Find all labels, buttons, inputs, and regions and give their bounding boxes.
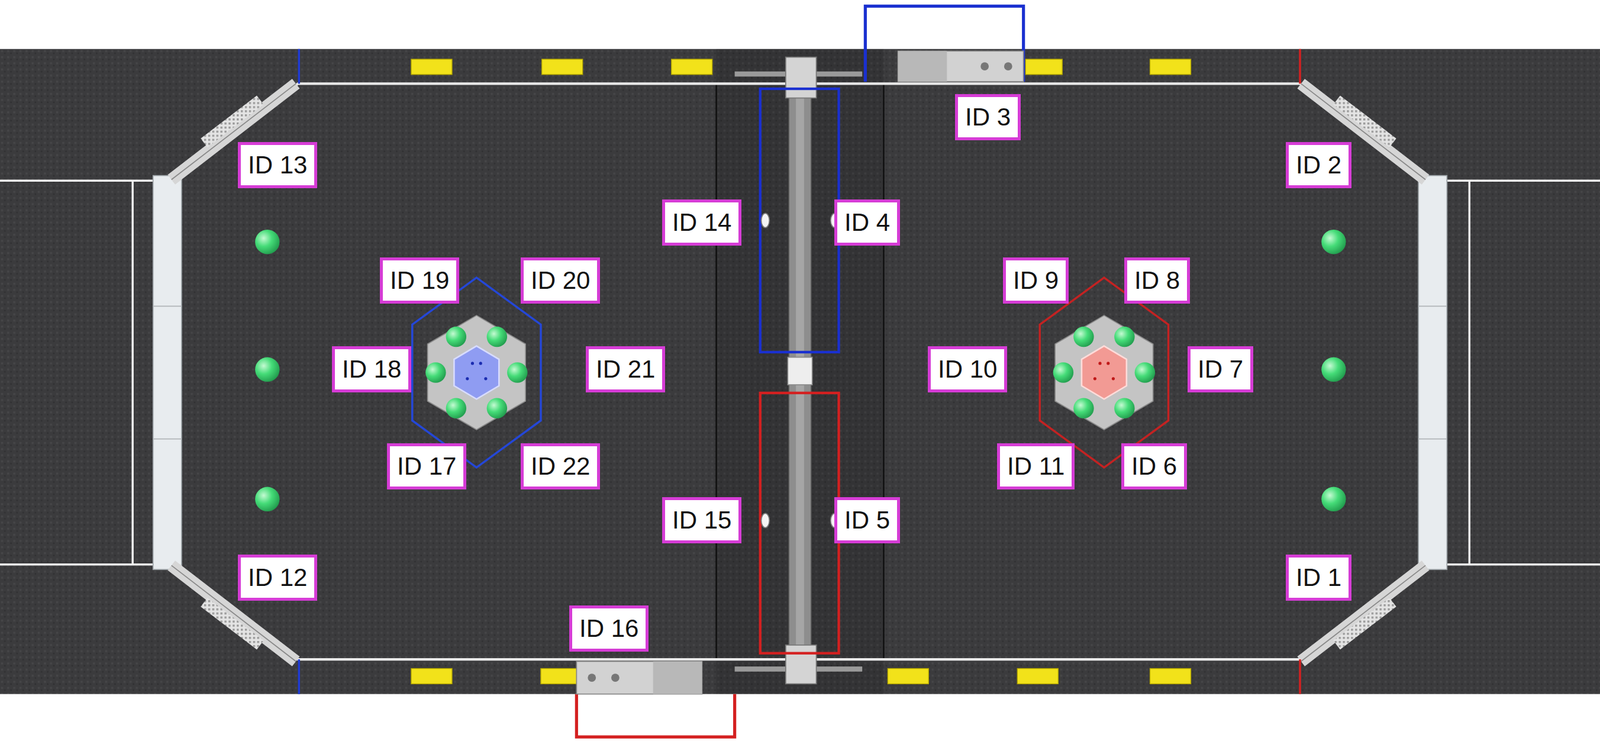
tag-label: ID 12 (237, 554, 318, 601)
tag-label: ID 5 (834, 497, 900, 544)
alliance-mark (298, 49, 1300, 695)
tag-text: ID 12 (247, 563, 308, 592)
tag-text: ID 2 (1295, 150, 1342, 180)
tag-text: ID 21 (595, 355, 656, 384)
tag-label: ID 20 (520, 257, 600, 304)
tag-text: ID 11 (1007, 452, 1065, 481)
tag-label: ID 19 (379, 257, 460, 304)
tag-text: ID 1 (1295, 563, 1342, 592)
tag-text: ID 19 (389, 266, 450, 295)
tag-label: ID 13 (237, 142, 318, 189)
tag-label: ID 4 (834, 199, 900, 246)
cargo-ball (255, 229, 1346, 512)
band-line (715, 83, 718, 660)
blue-bracket (865, 5, 1024, 82)
driver-station-wall (153, 175, 182, 570)
tag-label: ID 9 (1002, 257, 1069, 304)
center-band (716, 49, 885, 695)
blue-zone (760, 88, 840, 353)
tag-text: ID 9 (1013, 266, 1059, 295)
yellow-marker (411, 59, 1192, 684)
tag-label: ID 21 (585, 346, 666, 393)
tag-label: ID 7 (1187, 346, 1254, 393)
carpet (0, 49, 1600, 695)
tag-text: ID 5 (844, 505, 890, 535)
tag-text: ID 7 (1197, 355, 1244, 384)
blue-hub (412, 277, 541, 468)
tag-text: ID 14 (672, 208, 732, 237)
tag-text: ID 15 (672, 505, 732, 535)
tag-text: ID 22 (530, 452, 590, 481)
tag-text: ID 20 (530, 266, 590, 295)
driver-station-wall (1418, 175, 1447, 570)
tag-label: ID 8 (1124, 257, 1190, 304)
tag-label: ID 6 (1121, 443, 1187, 490)
tag-text: ID 6 (1131, 452, 1177, 481)
red-zone (760, 392, 840, 654)
tag-label: ID 17 (386, 443, 467, 490)
tag-label: ID 22 (520, 443, 600, 490)
tag-label: ID 18 (331, 346, 412, 393)
red-bracket (576, 694, 735, 737)
tag-label: ID 11 (997, 443, 1075, 490)
tag-text: ID 17 (397, 452, 457, 481)
loading-station (576, 660, 702, 694)
tag-label: ID 3 (955, 94, 1021, 141)
tag-text: ID 16 (579, 614, 639, 643)
tag-text: ID 3 (965, 102, 1011, 132)
tag-text: ID 18 (342, 355, 402, 384)
tag-label: ID 15 (662, 497, 742, 544)
band-line (882, 83, 885, 660)
tag-label: ID 10 (927, 346, 1008, 393)
red-hub (1039, 277, 1169, 468)
tag-text: ID 10 (937, 355, 998, 384)
tag-label: ID 14 (662, 199, 742, 246)
center-bar (734, 57, 863, 685)
loading-station (898, 50, 1024, 82)
tag-text: ID 8 (1134, 266, 1180, 295)
tag-text: ID 4 (844, 208, 890, 237)
tag-label: ID 16 (569, 605, 649, 652)
tag-label: ID 1 (1285, 554, 1352, 601)
tag-text: ID 13 (247, 150, 308, 180)
tag-label: ID 2 (1285, 142, 1352, 189)
tag-mount (760, 213, 839, 528)
